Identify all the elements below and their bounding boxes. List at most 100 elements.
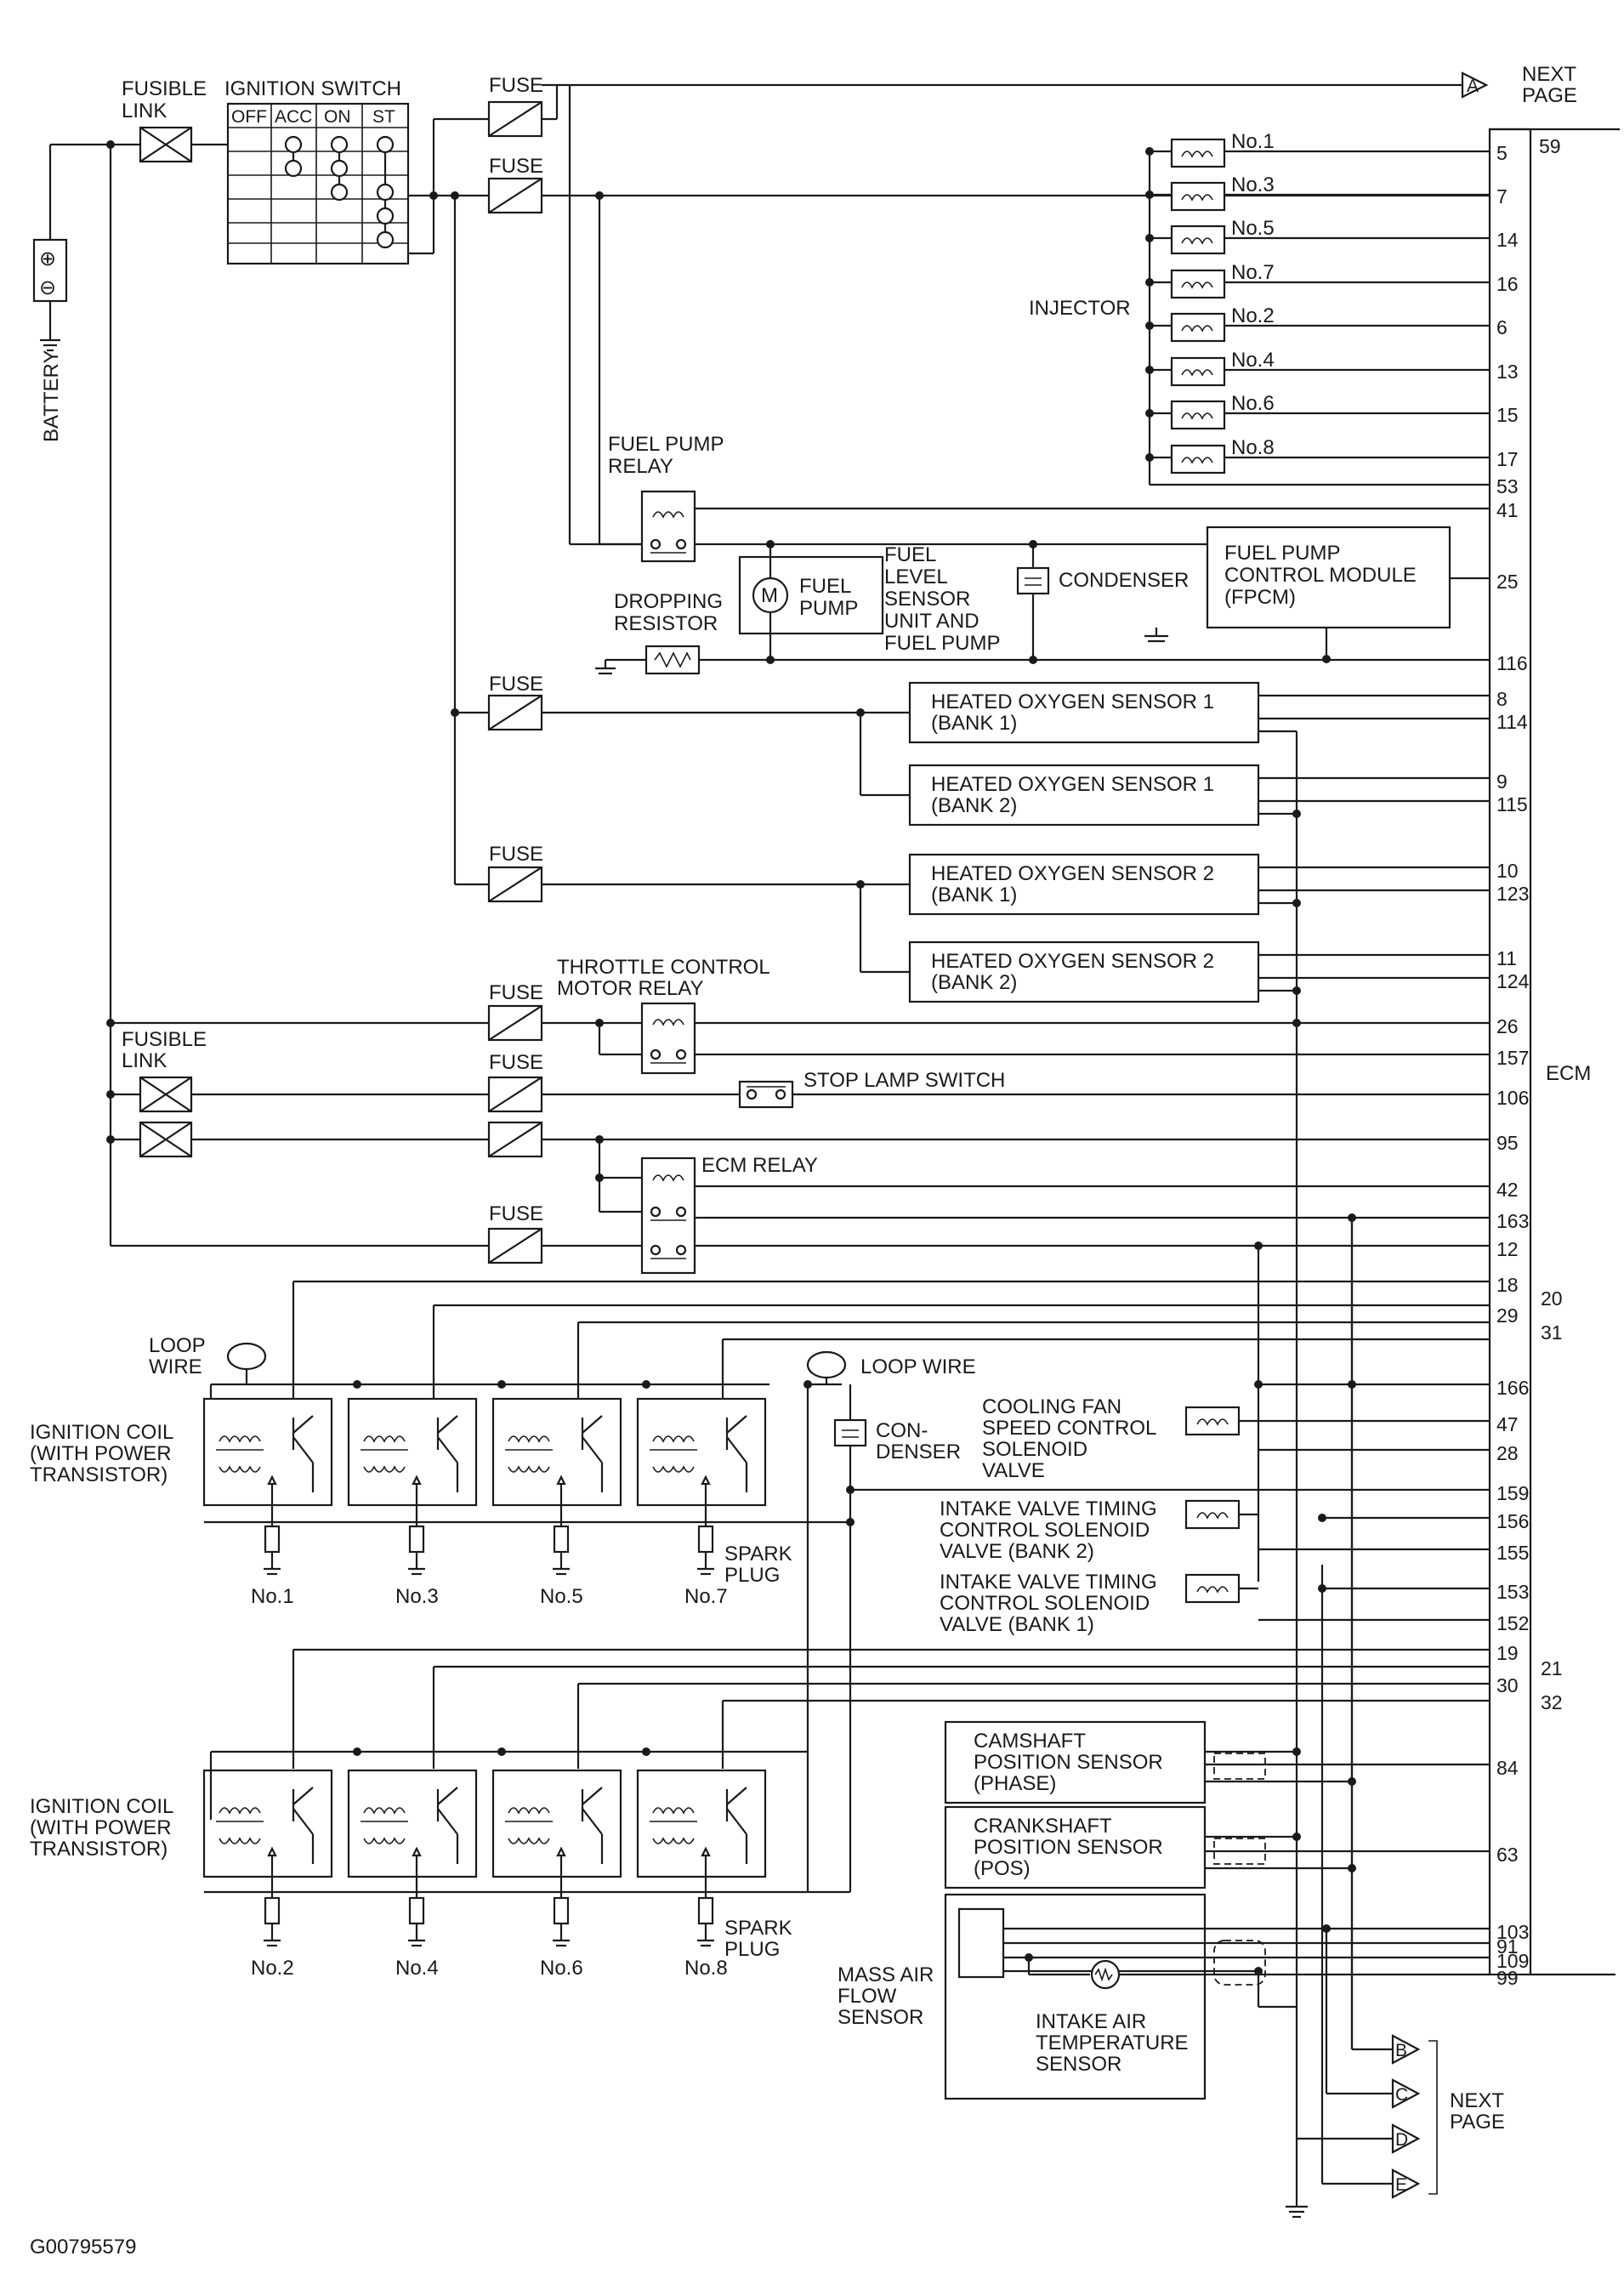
battery-label: BATTERY bbox=[40, 350, 63, 442]
ecm-pin-163: 163 bbox=[1496, 1210, 1529, 1232]
next-page-a: A NEXT PAGE 59 bbox=[1461, 63, 1620, 157]
maf-label-1: MASS AIR bbox=[838, 1963, 934, 1986]
camshaft-label-1: CAMSHAFT bbox=[974, 1730, 1086, 1753]
throttle-relay-label-2: MOTOR RELAY bbox=[557, 977, 703, 1000]
ecm-pin-10: 10 bbox=[1496, 860, 1519, 882]
maf-label-2: FLOW bbox=[838, 1985, 897, 2008]
ecm-relay: ECM RELAY FUSE 95 42 163 12 bbox=[487, 1132, 1529, 1275]
ecm-pin-30: 30 bbox=[1496, 1674, 1519, 1696]
crankshaft-position-sensor: CRANKSHAFT POSITION SENSOR (POS) 63 bbox=[944, 1805, 1519, 1889]
stop-lamp-switch-label: STOP LAMP SWITCH bbox=[803, 1069, 1005, 1092]
fusible-link-main: FUSIBLE LINK bbox=[122, 77, 228, 163]
fuse-top-1: FUSE bbox=[487, 74, 1462, 138]
ecm-pin-26: 26 bbox=[1496, 1015, 1519, 1037]
injector-row: No.6 bbox=[1145, 392, 1490, 430]
ecm-pin-8: 8 bbox=[1496, 688, 1508, 710]
injector-number: No.4 bbox=[1231, 349, 1275, 372]
ecm-pin-109: 109 bbox=[1496, 1950, 1529, 1972]
injector-row: No.3 bbox=[1145, 173, 1490, 212]
fuse-label: FUSE bbox=[489, 843, 543, 866]
ecm-block: ECM bbox=[1488, 128, 1615, 1976]
ecm-pin-153: 153 bbox=[1496, 1581, 1529, 1603]
ignition-coil-label-lower: IGNITION COIL (WITH POWER TRANSISTOR) bbox=[30, 1795, 173, 1861]
spark-plug-label-1: SPARK bbox=[724, 1543, 792, 1565]
crankshaft-label-2: POSITION SENSOR bbox=[974, 1836, 1163, 1859]
ivt-valve-bank1: INTAKE VALVE TIMING CONTROL SOLENOID VAL… bbox=[940, 1571, 1529, 1636]
ignition-col-on: ON bbox=[324, 107, 351, 127]
condenser2-label-2: DENSER bbox=[876, 1440, 961, 1463]
ivt-bank2-label-1: INTAKE VALVE TIMING bbox=[940, 1497, 1157, 1520]
ecm-pin-115: 115 bbox=[1496, 793, 1528, 815]
relay-power-feeds bbox=[1257, 1218, 1354, 2143]
fuel-pump-relay: FUEL PUMP RELAY bbox=[568, 85, 1490, 563]
ignition-coil-label-1: IGNITION COIL bbox=[30, 1795, 173, 1818]
cooling-fan-label-2: SPEED CONTROL bbox=[982, 1417, 1156, 1440]
ivt-bank1-label-1: INTAKE VALVE TIMING bbox=[940, 1571, 1157, 1594]
cylinder-number: No.8 bbox=[684, 1957, 728, 1980]
stop-lamp-switch: STOP LAMP SWITCH 106 bbox=[542, 1069, 1529, 1109]
crankshaft-label-3: (POS) bbox=[974, 1857, 1031, 1880]
ignition-coil: No.6 bbox=[491, 1769, 622, 1980]
ho2s2-bank1-label-1: HEATED OXYGEN SENSOR 2 bbox=[931, 862, 1214, 885]
next-page-line1: NEXT bbox=[1450, 2089, 1504, 2112]
battery-plus-symbol: ⊕ bbox=[39, 247, 56, 270]
ecm-pin-7: 7 bbox=[1496, 185, 1508, 207]
fusible-link-label-1: FUSIBLE bbox=[122, 77, 207, 100]
ecm-pin-95: 95 bbox=[1496, 1132, 1519, 1154]
ho2s2-bank1-label-2: (BANK 1) bbox=[931, 884, 1017, 906]
cylinder-number: No.7 bbox=[684, 1585, 728, 1608]
ivt-bank2-label-2: CONTROL SOLENOID bbox=[940, 1519, 1150, 1542]
ignition-switch-title: IGNITION SWITCH bbox=[224, 77, 401, 100]
battery-bus bbox=[106, 140, 493, 1247]
ecm-pin-99: 99 bbox=[1496, 1967, 1519, 1989]
loop-wire-right-label: LOOP WIRE bbox=[860, 1355, 976, 1378]
connector-a: A bbox=[1467, 77, 1479, 96]
cooling-fan-valve: COOLING FAN SPEED CONTROL SOLENOID VALVE… bbox=[982, 1395, 1519, 1482]
ignition-coil: No.1 bbox=[202, 1397, 333, 1608]
fuel-pump-motor-symbol: M bbox=[761, 584, 778, 607]
fusible-link-label-2: LINK bbox=[122, 99, 167, 122]
ecm-pin-25: 25 bbox=[1496, 571, 1519, 593]
cooling-fan-label-4: VALVE bbox=[982, 1459, 1045, 1482]
ecm-pin-20: 20 bbox=[1541, 1287, 1563, 1310]
fusible-link-lower: FUSIBLE LINK FUSE bbox=[122, 1028, 543, 1158]
ecm-pin-91: 91 bbox=[1496, 1935, 1519, 1958]
ignition-switch: IGNITION SWITCH OFF ACC ON ST bbox=[224, 77, 489, 265]
fuse-label: FUSE bbox=[489, 155, 543, 178]
cooling-fan-label-3: SOLENOID bbox=[982, 1438, 1087, 1461]
connector-b: B bbox=[1395, 2041, 1407, 2060]
fuse-label: FUSE bbox=[489, 1202, 543, 1225]
ignition-col-st: ST bbox=[372, 107, 395, 127]
cylinder-number: No.6 bbox=[540, 1957, 583, 1980]
ignition-lower-signals: 19 21 30 32 bbox=[204, 1522, 1563, 1894]
spark-plug-label-2: PLUG bbox=[724, 1564, 780, 1587]
fuel-pump-label-2: PUMP bbox=[799, 597, 858, 620]
injector-number: No.8 bbox=[1231, 436, 1275, 459]
ignition-coil-label-upper: IGNITION COIL (WITH POWER TRANSISTOR) bbox=[30, 1421, 173, 1486]
ignition-coil-label-1: IGNITION COIL bbox=[30, 1421, 173, 1444]
fuse-label: FUSE bbox=[489, 673, 543, 696]
ecm-pin-124: 124 bbox=[1496, 970, 1530, 992]
ecm-pin-116: 116 bbox=[1496, 652, 1528, 674]
injector-number: No.7 bbox=[1231, 261, 1275, 284]
ecm-pin-6: 6 bbox=[1496, 316, 1508, 338]
dropping-resistor-label-2: RESISTOR bbox=[614, 612, 718, 635]
loop-wire-label-1: LOOP bbox=[149, 1334, 206, 1357]
ecm-pin-19: 19 bbox=[1496, 1642, 1519, 1664]
fpcm-label-3: (FPCM) bbox=[1224, 586, 1296, 609]
cylinder-number: No.3 bbox=[395, 1585, 439, 1608]
crankshaft-label-1: CRANKSHAFT bbox=[974, 1815, 1112, 1838]
ecm-pins-injectors: 5 7 14 16 6 13 15 17 53 41 bbox=[1496, 142, 1519, 521]
fuse-label: FUSE bbox=[489, 981, 543, 1004]
ecm-pin-159: 159 bbox=[1496, 1482, 1529, 1504]
cylinder-number: No.5 bbox=[540, 1585, 583, 1608]
ignition-coil: No.8 bbox=[636, 1769, 767, 1980]
battery-minus-symbol: ⊖ bbox=[39, 276, 56, 299]
cooling-fan-label-1: COOLING FAN bbox=[982, 1395, 1121, 1418]
ignition-coil: No.4 bbox=[347, 1769, 478, 1980]
connector-e: E bbox=[1395, 2175, 1407, 2195]
iat-label-2: TEMPERATURE bbox=[1036, 2031, 1189, 2054]
injector-row: No.7 bbox=[1145, 261, 1490, 299]
